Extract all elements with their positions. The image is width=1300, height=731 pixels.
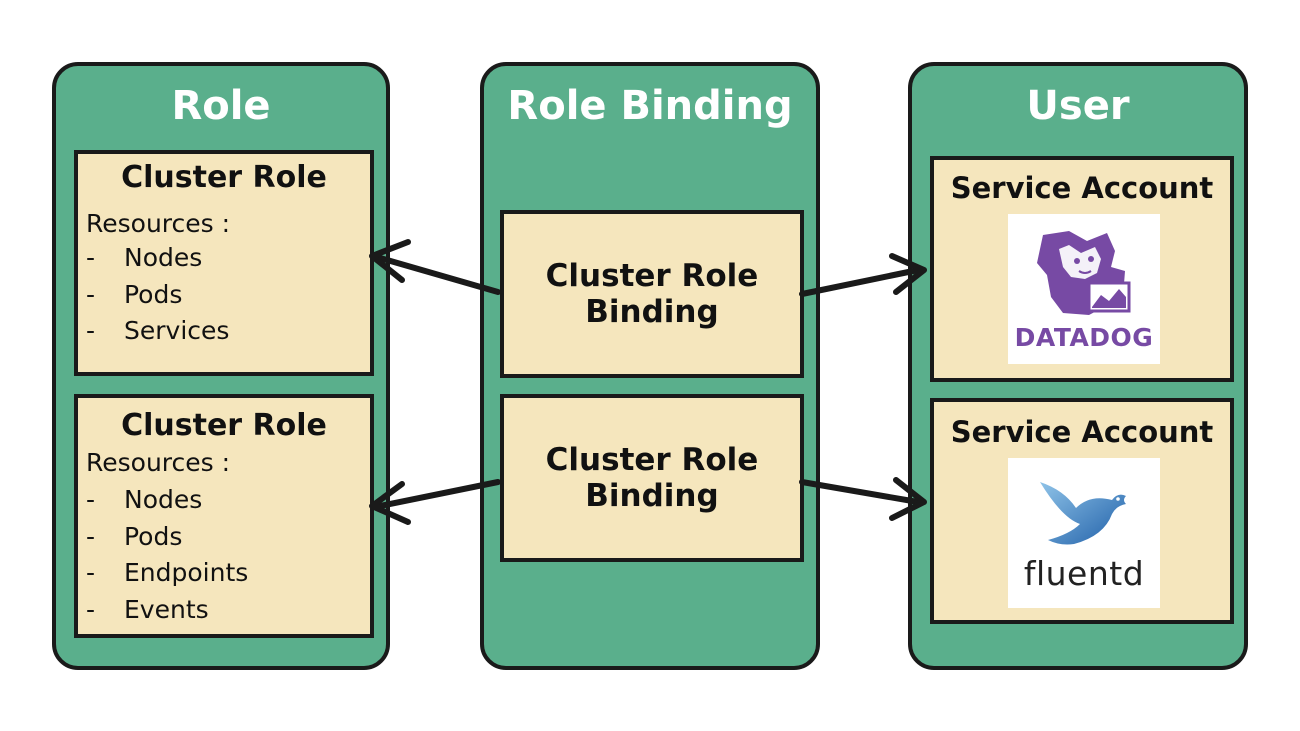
list-item: -Pods (86, 279, 183, 309)
fluentd-logo-text: fluentd (1023, 553, 1145, 593)
binding-to-user-arrow-2 (799, 479, 921, 505)
service-account-card-2: Service Account fluentd (930, 398, 1234, 624)
list-item: -Events (86, 594, 209, 624)
list-item: -Services (86, 316, 230, 345)
cluster-role-binding-card-1: Cluster Role Binding (500, 210, 804, 378)
list-item: -Pods (86, 521, 183, 551)
binding-to-role-arrow-2 (377, 479, 501, 509)
arrowhead-right-icon (889, 253, 927, 295)
resource-list: -Nodes -Pods -Services (86, 240, 229, 350)
fluentd-bird-icon (1040, 481, 1126, 544)
datadog-logo-text: DATADOG (1014, 322, 1154, 352)
user-column-title: User (1026, 83, 1130, 129)
cluster-role-title: Cluster Role (121, 408, 327, 443)
binding-to-role-arrow-1 (377, 255, 501, 295)
arrowhead-left-icon (369, 481, 411, 525)
binding-to-user-arrow-1 (799, 267, 921, 297)
resources-label: Resources : (86, 209, 231, 238)
list-item: -Endpoints (86, 558, 249, 587)
cluster-role-title: Cluster Role (121, 160, 327, 195)
arrowhead-right-icon (889, 477, 927, 521)
cluster-role-binding-label: Cluster Role Binding (545, 258, 759, 330)
user-column: User Service Account DATADOG Service Acc… (908, 62, 1248, 670)
resource-list: -Nodes -Pods -Endpoints -Events (86, 482, 248, 628)
list-item: -Nodes (86, 485, 203, 514)
cluster-role-card-1: Cluster Role Resources : -Nodes -Pods -S… (74, 150, 374, 376)
role-binding-column: Role Binding Cluster Role Binding Cluste… (480, 62, 820, 670)
role-column: Role Cluster Role Resources : -Nodes -Po… (52, 62, 390, 670)
resources-label: Resources : (86, 448, 231, 477)
cluster-role-binding-card-2: Cluster Role Binding (500, 394, 804, 562)
fluentd-logo: fluentd (1008, 458, 1160, 608)
service-account-title: Service Account (950, 171, 1214, 205)
arrowhead-left-icon (369, 239, 411, 283)
role-column-title: Role (171, 83, 271, 129)
service-account-title: Service Account (950, 415, 1214, 449)
list-item: -Nodes (86, 243, 203, 272)
role-binding-column-title: Role Binding (507, 83, 793, 129)
cluster-role-card-2: Cluster Role Resources : -Nodes -Pods -E… (74, 394, 374, 638)
datadog-dog-icon (1037, 230, 1131, 315)
service-account-card-1: Service Account DATADOG (930, 156, 1234, 382)
datadog-logo: DATADOG (1008, 214, 1160, 364)
cluster-role-binding-label: Cluster Role Binding (545, 442, 759, 514)
